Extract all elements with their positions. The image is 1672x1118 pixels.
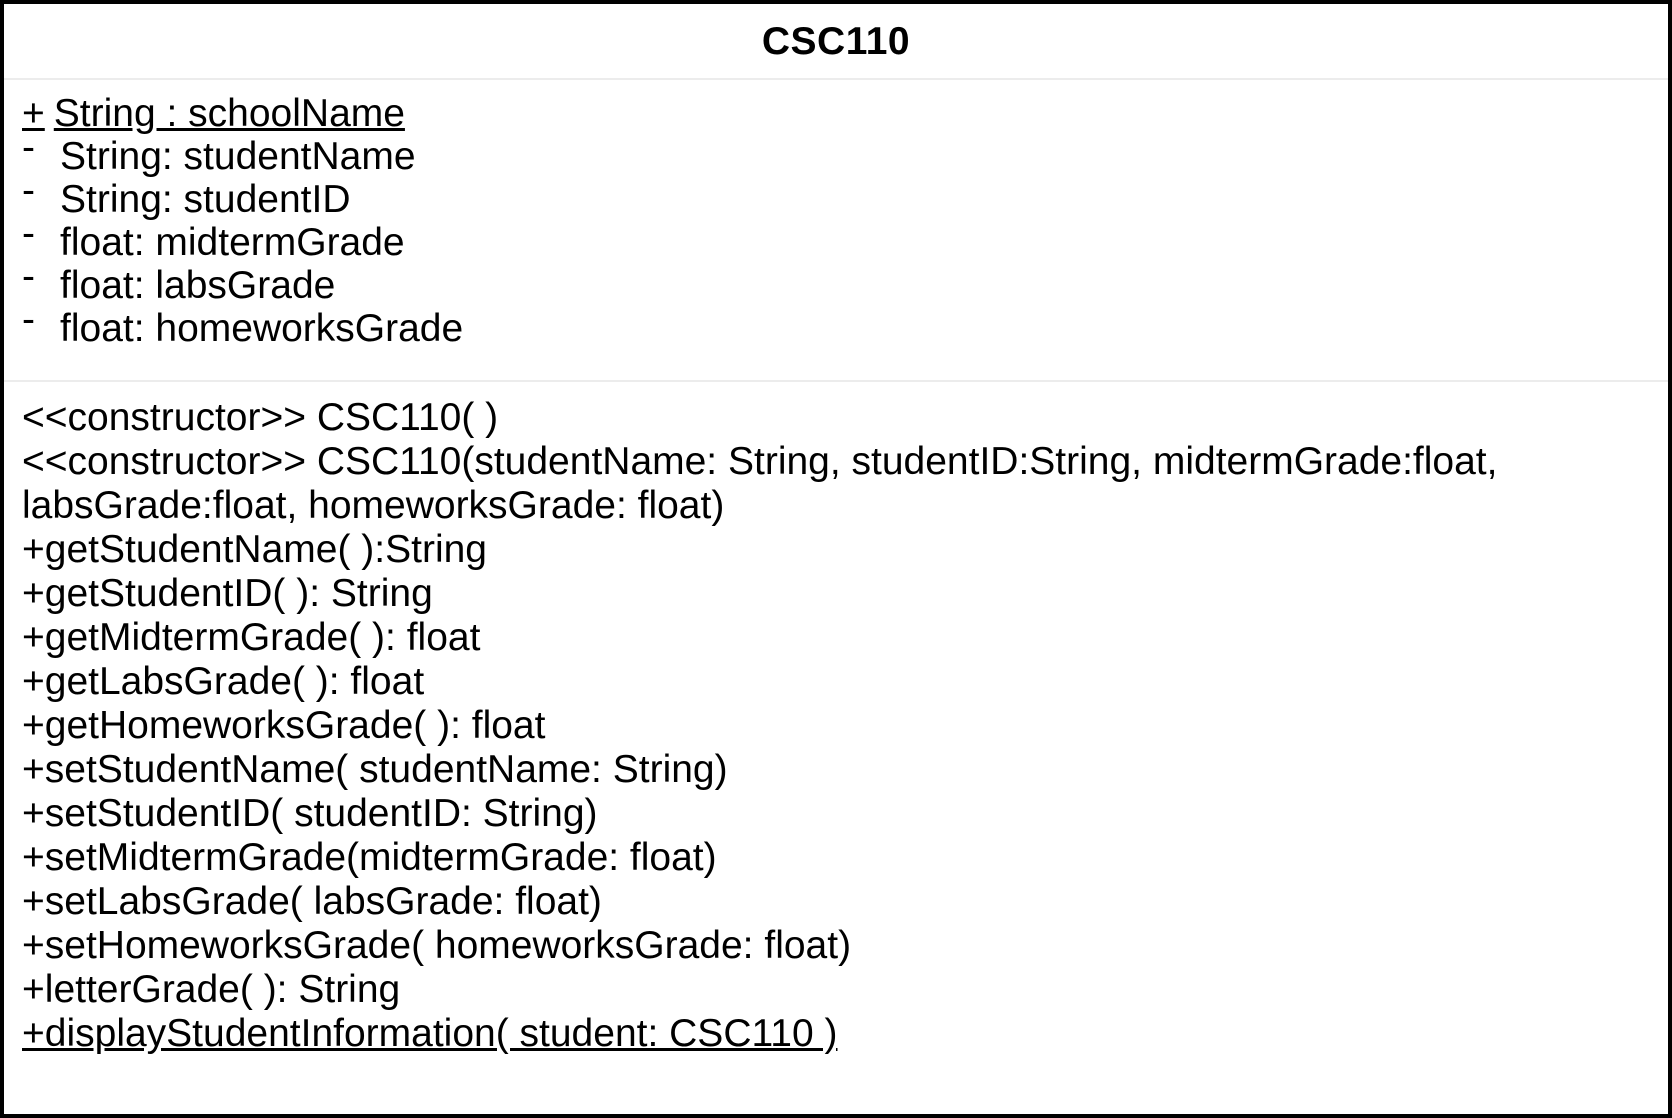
attribute-row: -String: studentID (22, 169, 1644, 221)
visibility-marker: - (22, 255, 35, 298)
method-row: +getMidtermGrade( ): float (22, 616, 481, 659)
attribute-text: String: studentName (60, 135, 416, 178)
attribute-text: float: midtermGrade (60, 221, 405, 264)
class-title-section: CSC110 (4, 4, 1668, 80)
method-row: +setMidtermGrade(midtermGrade: float) (22, 836, 717, 879)
attribute-content: -String: studentID (22, 169, 351, 221)
attributes-section: +String : schoolName -String: studentNam… (4, 80, 1668, 382)
method-row: +getLabsGrade( ): float (22, 660, 425, 703)
attribute-row: +String : schoolName (22, 92, 1644, 135)
method-row: +setStudentID( studentID: String) (22, 792, 598, 835)
attribute-text: String : schoolName (53, 92, 405, 135)
method-row: +displayStudentInformation( student: CSC… (22, 1012, 838, 1055)
attribute-text: String: studentID (60, 178, 351, 221)
attribute-row: -String: studentName (22, 126, 1644, 178)
method-row: +setHomeworksGrade( homeworksGrade: floa… (22, 924, 852, 967)
visibility-marker: + (22, 92, 45, 135)
method-row: +letterGrade( ): String (22, 968, 401, 1011)
method-row: +setLabsGrade( labsGrade: float) (22, 880, 602, 923)
visibility-marker: - (22, 298, 35, 341)
method-row: +getStudentName( ):String (22, 528, 487, 571)
visibility-marker: - (22, 126, 35, 169)
attribute-content: -String: studentName (22, 126, 416, 178)
attribute-content: -float: midtermGrade (22, 212, 405, 264)
attribute-row: -float: midtermGrade (22, 212, 1644, 264)
method-row: <<constructor>> CSC110( ) (22, 396, 499, 439)
method-row: +getStudentID( ): String (22, 572, 433, 615)
attribute-text: float: labsGrade (60, 264, 336, 307)
class-name: CSC110 (761, 20, 911, 63)
attribute-content: -float: homeworksGrade (22, 298, 464, 350)
method-row: +getHomeworksGrade( ): float (22, 704, 546, 747)
attribute-content: -float: labsGrade (22, 255, 336, 307)
attribute-content: +String : schoolName (22, 92, 405, 135)
methods-section: <<constructor>> CSC110( ) <<constructor>… (4, 382, 1668, 1114)
method-row: +setStudentName( studentName: String) (22, 748, 728, 791)
attribute-row: -float: labsGrade (22, 255, 1644, 307)
visibility-marker: - (22, 212, 35, 255)
visibility-marker: - (22, 169, 35, 212)
method-row: <<constructor>> CSC110(studentName: Stri… (22, 440, 1498, 527)
attribute-row: -float: homeworksGrade (22, 298, 1644, 350)
attribute-text: float: homeworksGrade (60, 307, 464, 350)
